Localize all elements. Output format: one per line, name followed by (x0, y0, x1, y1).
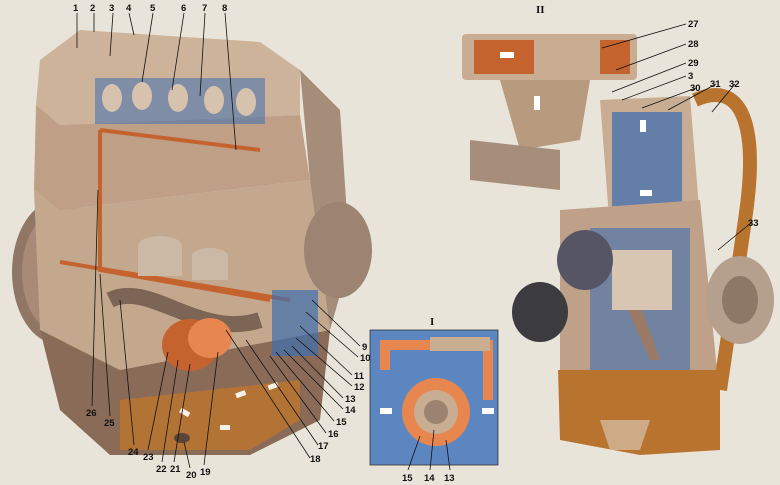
oil-flow-arrows (500, 52, 652, 196)
callout-18: 18 (310, 454, 321, 465)
callout-21: 21 (170, 464, 181, 475)
callout-10: 10 (360, 353, 371, 364)
callout-31: 31 (710, 79, 721, 90)
callout-27: 27 (688, 19, 699, 30)
oil-pump-housing (272, 290, 318, 356)
oil-return-tube (692, 88, 757, 392)
callout-20: 20 (186, 470, 197, 481)
callout-15: 15 (336, 417, 347, 428)
callout-2: 2 (90, 3, 95, 14)
callout-numbers: 1 2 3 4 5 6 7 8 9 10 11 12 13 14 15 16 1… (73, 3, 759, 484)
callout-inset-13: 13 (444, 473, 455, 484)
callout-22: 22 (156, 464, 167, 475)
piston-section (612, 250, 672, 310)
callout-6: 6 (181, 3, 186, 14)
panel-label-main: II (536, 4, 545, 16)
callout-7: 7 (202, 3, 207, 14)
callout-23: 23 (143, 452, 154, 463)
exhaust-manifold (470, 140, 560, 190)
callout-inset-14: 14 (424, 473, 435, 484)
oil-passages (59, 128, 291, 302)
starter-motor (557, 230, 613, 290)
callout-17: 17 (318, 441, 329, 452)
callout-14: 14 (345, 405, 356, 416)
drain-plug (174, 433, 190, 443)
callout-3: 3 (109, 3, 114, 14)
callout-4: 4 (126, 3, 132, 14)
callout-12: 12 (354, 382, 365, 393)
callout-33: 33 (748, 218, 759, 229)
inset-oil-pump (369, 329, 499, 466)
pressure-relief-valve (430, 337, 490, 351)
callout-25: 25 (104, 418, 115, 429)
callout-29: 29 (688, 58, 699, 69)
left-engine-illustration (12, 30, 372, 455)
callout-3-right: 3 (688, 71, 693, 82)
oil-filter-section (512, 282, 568, 342)
callout-5: 5 (150, 3, 156, 14)
callout-9: 9 (362, 342, 367, 353)
callout-28: 28 (688, 39, 699, 50)
callout-26: 26 (86, 408, 97, 419)
callout-inset-15: 15 (402, 473, 413, 484)
callout-19: 19 (200, 467, 211, 478)
camshaft-lobes (102, 82, 256, 116)
pistons (138, 236, 228, 280)
callout-16: 16 (328, 429, 339, 440)
callout-8: 8 (222, 3, 227, 14)
callout-32: 32 (729, 79, 740, 90)
callout-1: 1 (73, 3, 79, 14)
right-engine-illustration (462, 34, 774, 455)
callout-24: 24 (128, 447, 139, 458)
callout-13: 13 (345, 394, 356, 405)
intake-manifold (500, 80, 590, 150)
callout-11: 11 (354, 371, 365, 382)
pulley (304, 202, 372, 298)
crankshaft (106, 287, 263, 333)
panel-label-inset: I (430, 316, 434, 328)
callout-leaders (76, 12, 753, 471)
oil-sump-section (558, 370, 720, 455)
callout-30: 30 (690, 83, 701, 94)
